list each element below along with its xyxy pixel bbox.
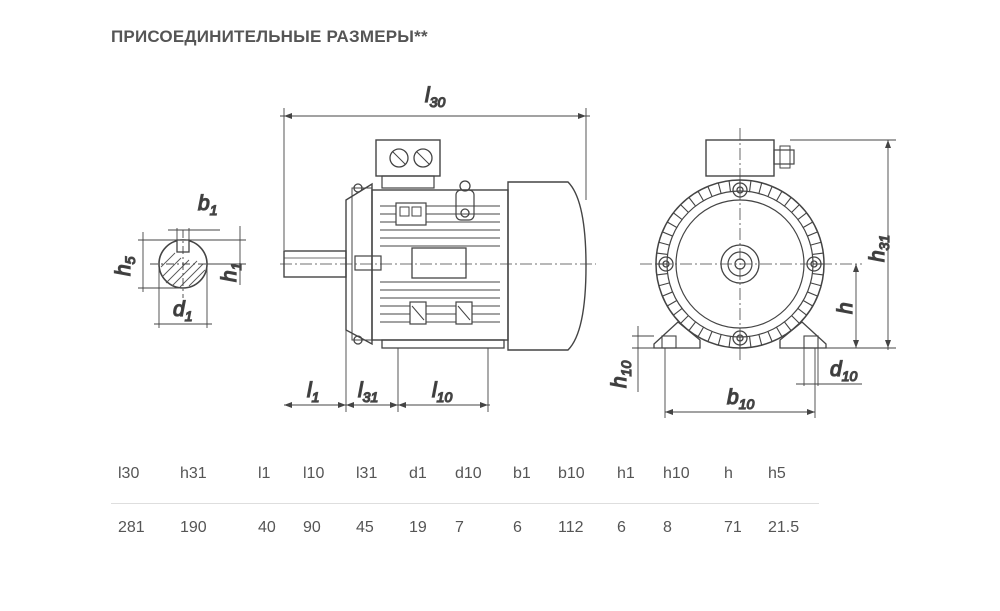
cooling-fin: [673, 212, 683, 220]
cooling-fin: [767, 186, 773, 197]
table-value-h10: 8: [663, 519, 672, 536]
table-value-l1: 40: [258, 519, 276, 536]
label-h5: h5: [112, 256, 138, 276]
cooling-fin: [776, 326, 783, 338]
cooling-fin: [680, 315, 689, 324]
cooling-fin: [656, 252, 668, 256]
cooling-fin: [748, 336, 752, 348]
label-l31: l31: [358, 379, 378, 405]
table-header-b10: b10: [558, 465, 585, 482]
cooling-fin: [707, 331, 713, 342]
table-divider: [111, 503, 819, 504]
cooling-fin: [717, 182, 722, 194]
table-value-b1: 6: [513, 519, 522, 536]
cooling-fin: [688, 321, 696, 331]
cooling-fin: [784, 197, 792, 207]
table-header-l31: l31: [356, 465, 378, 482]
table-header-d1: d1: [409, 465, 427, 482]
label-d10: d10: [830, 358, 857, 384]
page-title: ПРИСОЕДИНИТЕЛЬНЫЕ РАЗМЕРЫ**: [111, 27, 428, 46]
cooling-fin: [776, 190, 783, 202]
cooling-fin: [810, 282, 822, 287]
cooling-fin: [717, 334, 722, 346]
cooling-fin: [802, 300, 814, 307]
table-header-h1: h1: [617, 465, 635, 482]
cooling-fin: [697, 326, 704, 338]
table-header-b1: b1: [513, 465, 531, 482]
shaft-section-view: [138, 226, 246, 328]
cooling-fin: [697, 190, 704, 202]
cooling-fin: [658, 282, 670, 287]
table-header-h10: h10: [663, 465, 690, 482]
label-l10: l10: [432, 379, 452, 405]
label-h1: h1: [218, 263, 244, 282]
label-d1: d1: [173, 298, 192, 324]
cooling-fin: [784, 321, 792, 331]
table-value-l31: 45: [356, 519, 374, 536]
label-l1: l1: [307, 379, 319, 405]
table-value-d1: 19: [409, 519, 427, 536]
table-value-b10: 112: [558, 519, 584, 536]
cooling-fin: [807, 291, 818, 297]
cooling-fin: [748, 180, 752, 192]
table-header-l1: l1: [258, 465, 271, 482]
cooling-fin: [662, 231, 673, 237]
table-header-h31: h31: [180, 465, 207, 482]
cooling-fin: [728, 336, 732, 348]
label-b10: b10: [727, 386, 754, 412]
table-value-h5: 21.5: [768, 519, 800, 536]
cooling-fin: [767, 331, 773, 342]
table-value-h1: 6: [617, 519, 626, 536]
cooling-fin: [797, 212, 807, 220]
table-header-l10: l10: [303, 465, 325, 482]
table-value-l30: 281: [118, 519, 145, 536]
label-h: h: [834, 302, 857, 314]
motor-front-view: [632, 128, 896, 418]
cooling-fin: [791, 315, 800, 324]
cooling-fin: [812, 272, 824, 276]
label-b1: b1: [198, 192, 217, 218]
cooling-fin: [807, 231, 818, 237]
table-value-h31: 190: [180, 519, 207, 536]
dimension-labels: l30 b1 h5 h1 d1 l1 l31 l10 h31 h h10 d10…: [111, 83, 892, 412]
label-h31: h31: [866, 235, 892, 262]
cooling-fin: [812, 252, 824, 256]
table-header-h5: h5: [768, 465, 786, 482]
cooling-fin: [797, 308, 807, 316]
cooling-fin: [688, 197, 696, 207]
label-h10: h10: [608, 361, 634, 388]
cooling-fin: [707, 186, 713, 197]
cooling-fin: [728, 180, 732, 192]
table-header-l30: l30: [118, 465, 140, 482]
table-value-d10: 7: [455, 519, 464, 536]
cooling-fin: [673, 308, 683, 316]
table-header-d10: d10: [455, 465, 482, 482]
table-header-h: h: [724, 465, 733, 482]
label-l30: l30: [425, 84, 445, 110]
cooling-fin: [810, 241, 822, 246]
cooling-fin: [680, 204, 689, 213]
cooling-fin: [802, 221, 814, 228]
table-value-h: 71: [724, 519, 742, 536]
table-value-l10: 90: [303, 519, 321, 536]
cooling-fin: [758, 182, 763, 194]
cooling-fin: [666, 300, 678, 307]
cooling-fin: [656, 272, 668, 276]
motor-side-view: [280, 108, 596, 412]
cooling-fin: [658, 241, 670, 246]
cooling-fin: [758, 334, 763, 346]
cooling-fin: [791, 204, 800, 213]
cooling-fin: [666, 221, 678, 228]
cooling-fin: [662, 291, 673, 297]
